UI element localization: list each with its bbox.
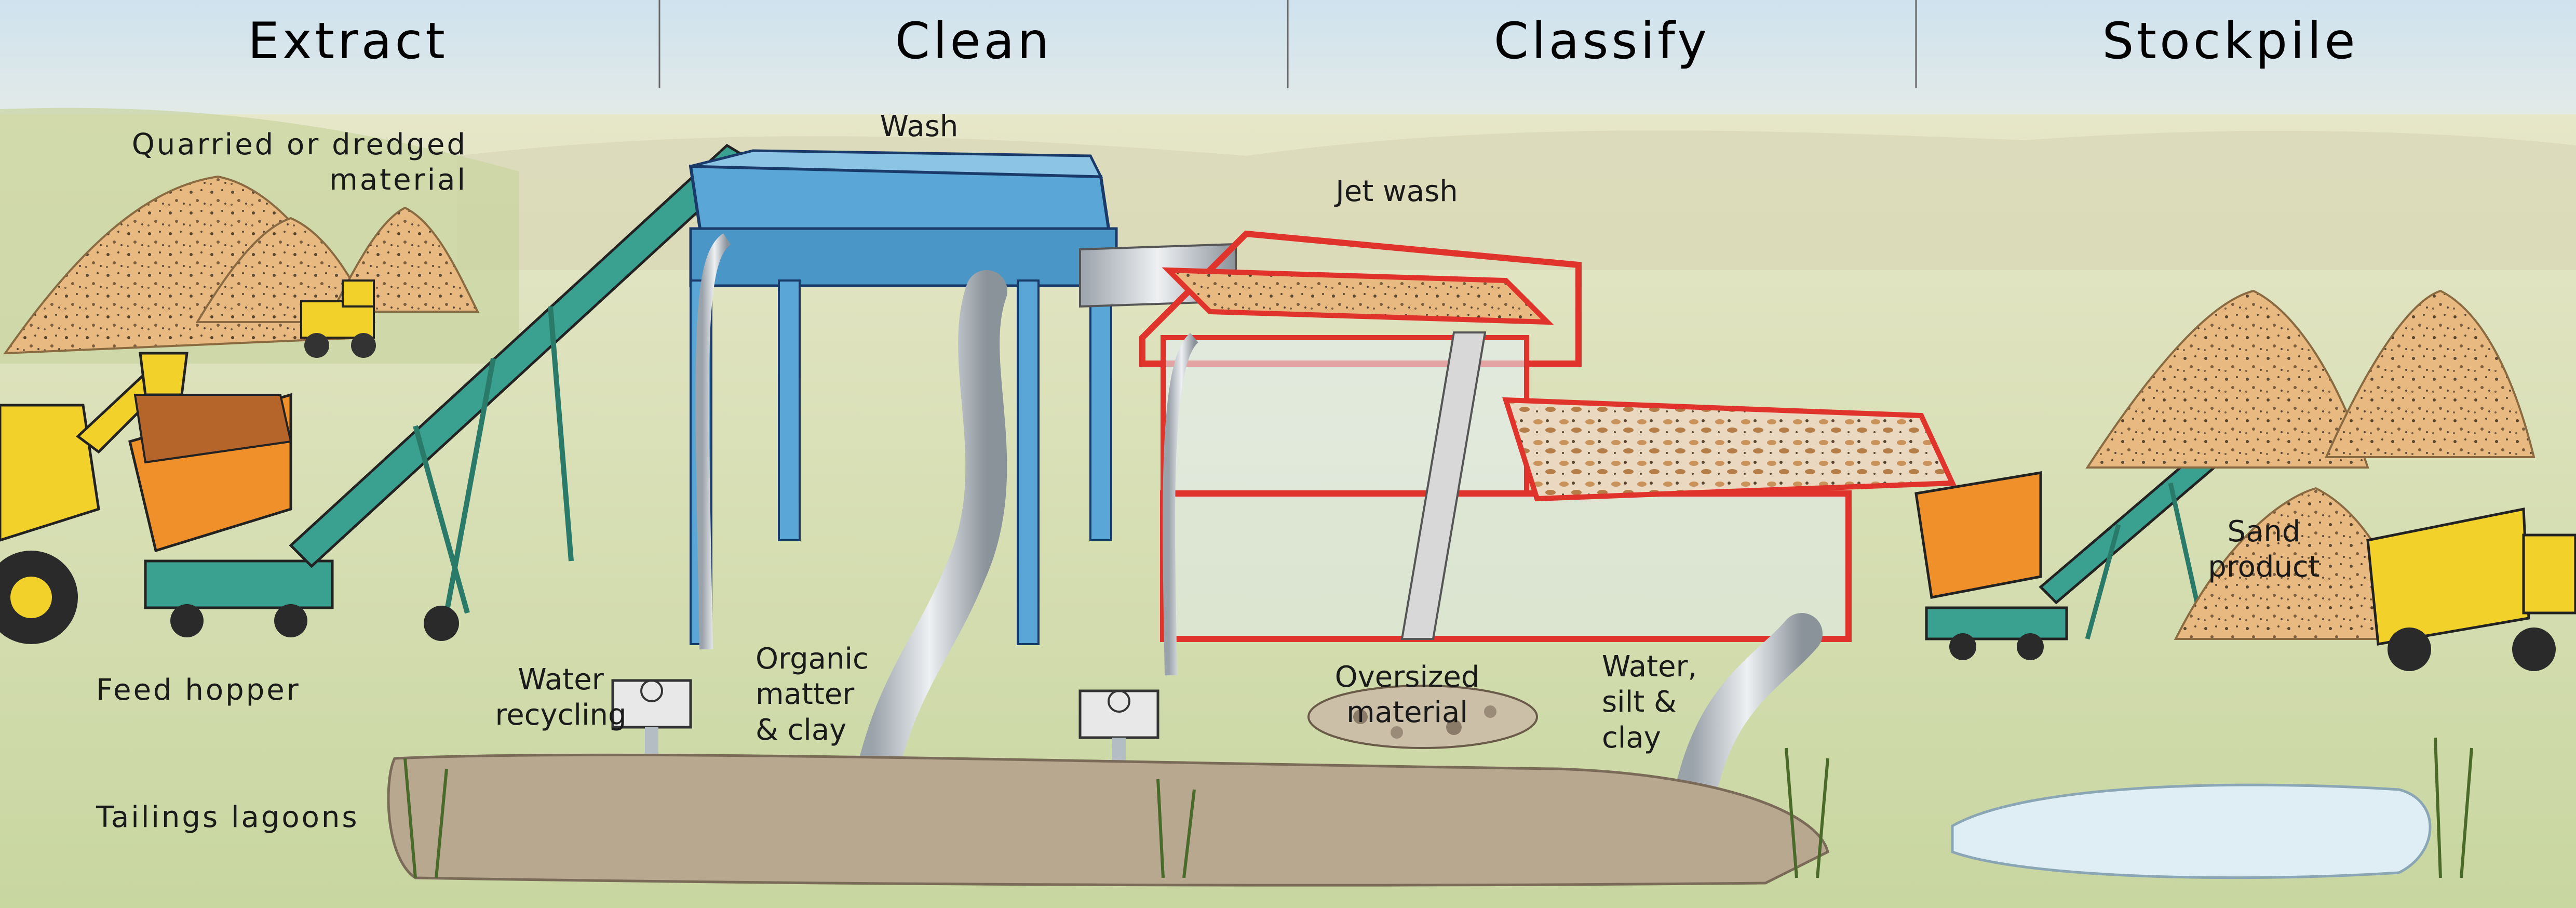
feed-conveyor: [289, 143, 756, 641]
label-quarried-material: Quarried or dredged material: [131, 128, 467, 197]
feed-hopper: [128, 393, 334, 637]
stage-title-clean: Clean: [895, 12, 1052, 70]
loader-small: [300, 279, 376, 358]
return-pipe-1: [695, 233, 731, 650]
stage-title-extract: Extract: [248, 12, 448, 70]
sand-product-mound: [2085, 289, 2369, 469]
label-organic-matter-clay: Organic matter & clay: [756, 642, 869, 747]
label-wash: Wash: [880, 110, 959, 143]
sand-product-mound: [2324, 289, 2535, 458]
clear-pond: [1951, 783, 2432, 879]
label-tailings-lagoons: Tailings lagoons: [96, 800, 359, 834]
dump-truck: [2366, 507, 2576, 671]
silt-clay-pipe: [1672, 613, 1823, 826]
stage-title-classify: Classify: [1494, 12, 1710, 70]
classifier: [1139, 230, 1957, 642]
recycling-pump-2: [1078, 689, 1159, 739]
oversized-pile: [1307, 685, 1538, 749]
label-water-recycling: Water recycling: [495, 663, 627, 732]
label-oversized-material: Oversized material: [1334, 660, 1480, 730]
tailings-lagoon: [387, 753, 1829, 887]
organic-clay-pipe: [852, 270, 1007, 816]
stockpile-hopper: [1914, 471, 2068, 660]
front-loader: [0, 352, 188, 644]
label-feed-hopper: Feed hopper: [96, 673, 301, 707]
label-sand-product: Sand product: [2208, 515, 2320, 584]
stage-title-stockpile: Stockpile: [2102, 12, 2358, 70]
reeds: [403, 737, 2473, 878]
label-water-silt-clay: Water, silt & clay: [1602, 650, 1697, 755]
label-jet-wash: Jet wash: [1336, 175, 1458, 208]
return-pipe-2: [1163, 332, 1199, 676]
